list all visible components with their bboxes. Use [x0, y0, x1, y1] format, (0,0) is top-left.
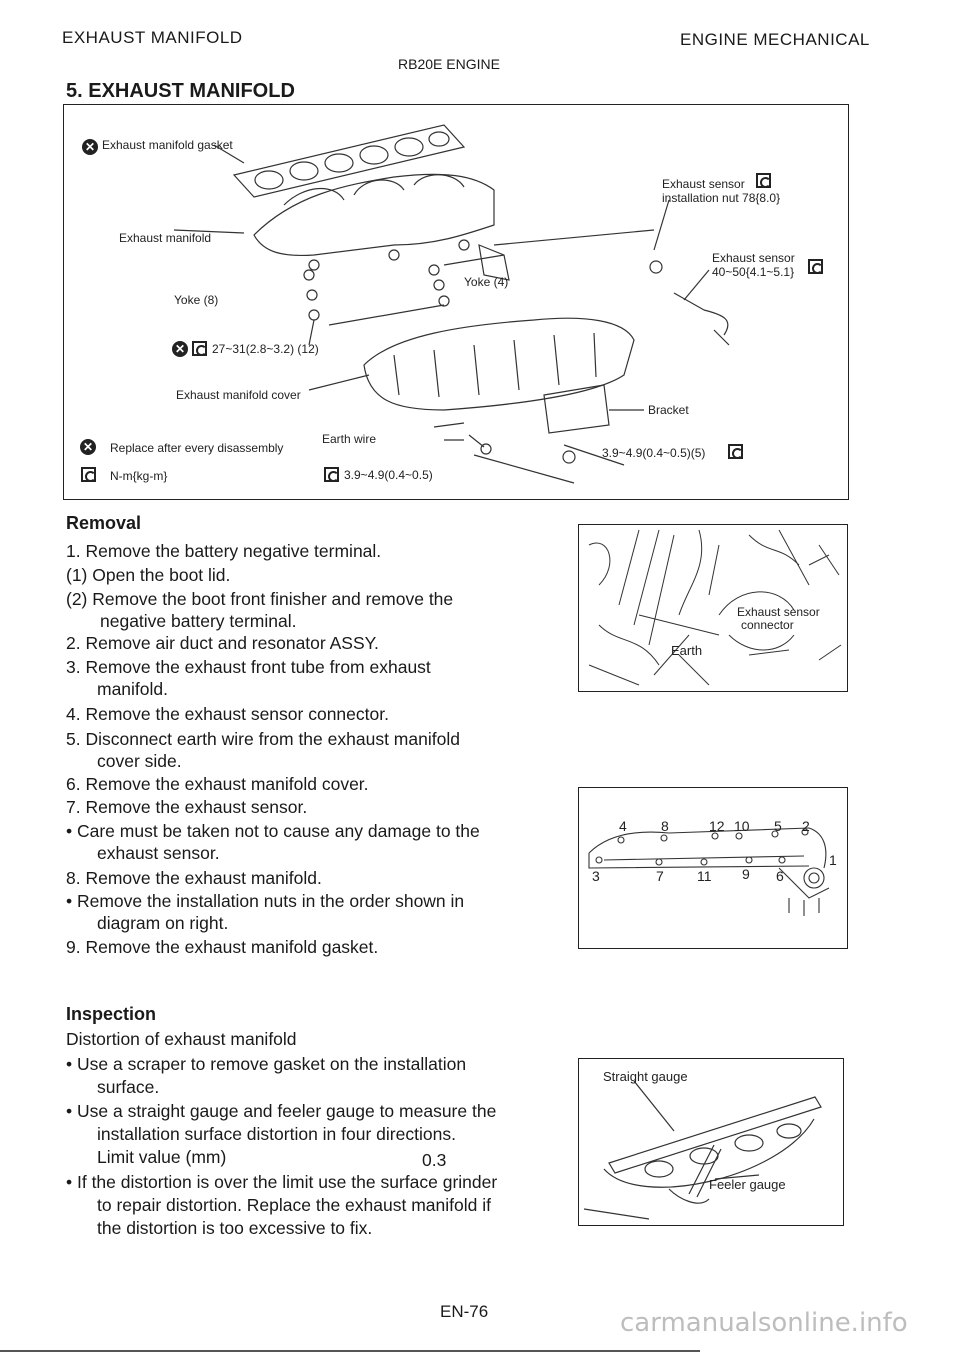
- removal-line: 1. Remove the battery negative terminal.: [66, 541, 382, 561]
- label-sensor-1: Exhaust sensor: [712, 251, 795, 265]
- label-torque-bracket: 3.9~4.9(0.4~0.5)(5): [602, 446, 706, 460]
- manifold-drawing: [173, 124, 730, 484]
- legend-unit: N-m{kg-m}: [110, 469, 168, 483]
- label-sensor-nut-2: installation nut 78{8.0}: [662, 191, 781, 205]
- order-right: 1: [829, 852, 837, 868]
- order-top-5: 5: [774, 818, 782, 834]
- order-top-3: 12: [709, 818, 725, 834]
- gauge-drawing: [583, 1080, 822, 1220]
- order-top-2: 8: [661, 818, 669, 834]
- inspection-line: installation surface distortion in four …: [97, 1124, 456, 1144]
- section-title: 5. EXHAUST MANIFOLD: [66, 80, 295, 102]
- torque-icon: [808, 259, 823, 274]
- label-sensor-nut-1: Exhaust sensor: [662, 177, 745, 191]
- inspection-line: Distortion of exhaust manifold: [66, 1029, 297, 1049]
- label-yoke8: Yoke (8): [174, 293, 219, 307]
- header-right: ENGINE MECHANICAL: [680, 30, 870, 49]
- removal-line: 6. Remove the exhaust manifold cover.: [66, 774, 369, 794]
- torque-icon: [81, 467, 96, 482]
- limit-value: 0.3: [422, 1150, 447, 1170]
- label-earth: Earth wire: [322, 432, 377, 446]
- removal-line: 4. Remove the exhaust sensor connector.: [66, 704, 389, 724]
- removal-line: (2) Remove the boot front finisher and r…: [66, 589, 454, 609]
- removal-line: 5. Disconnect earth wire from the exhaus…: [66, 729, 460, 749]
- replace-icon: ✕: [82, 139, 98, 155]
- sensor-connector-figure: Exhaust sensor connector Earth: [578, 524, 848, 692]
- torque-icon: [728, 444, 743, 459]
- torque-icon: [756, 173, 771, 188]
- torque-icon: [324, 467, 339, 482]
- label-gasket: Exhaust manifold gasket: [102, 138, 233, 152]
- removal-line: 8. Remove the exhaust manifold.: [66, 868, 322, 888]
- removal-line: 7. Remove the exhaust sensor.: [66, 797, 308, 817]
- removal-line: manifold.: [97, 679, 169, 699]
- connector-drawing: [588, 529, 842, 686]
- label-bracket: Bracket: [648, 403, 689, 417]
- label-torque-earth: 3.9~4.9(0.4~0.5): [344, 468, 433, 482]
- inspection-line: the distortion is too excessive to fix.: [97, 1218, 373, 1238]
- inspection-line: surface.: [97, 1077, 160, 1097]
- removal-line: exhaust sensor.: [97, 843, 220, 863]
- nut-order-drawing: [588, 827, 830, 916]
- removal-line: cover side.: [97, 751, 182, 771]
- page-number: EN-76: [440, 1302, 489, 1321]
- removal-heading: Removal: [66, 513, 142, 533]
- footer-rule: [0, 1350, 700, 1352]
- label-connector-earth: Earth: [671, 643, 703, 658]
- torque-icon: [192, 341, 207, 356]
- order-bottom-3: 11: [697, 868, 712, 884]
- inspection-line: to repair distortion. Replace the exhaus…: [97, 1195, 491, 1215]
- removal-line: 9. Remove the exhaust manifold gasket.: [66, 937, 379, 957]
- order-bottom-5: 6: [776, 868, 784, 884]
- label-manifold: Exhaust manifold: [119, 231, 212, 245]
- removal-line: • Care must be taken not to cause any da…: [66, 821, 480, 841]
- label-connector: connector: [741, 618, 794, 632]
- inspection-line: Limit value (mm): [97, 1147, 227, 1167]
- label-torque-main: 27~31(2.8~3.2) (12): [212, 342, 319, 356]
- header-center: RB20E ENGINE: [398, 56, 500, 72]
- label-cover: Exhaust manifold cover: [176, 388, 301, 402]
- removal-line: negative battery terminal.: [100, 611, 297, 631]
- legend-replace: Replace after every disassembly: [110, 441, 284, 455]
- removal-line: (1) Open the boot lid.: [66, 565, 231, 585]
- removal-line: 3. Remove the exhaust front tube from ex…: [66, 657, 431, 677]
- gauge-figure: Straight gauge Feeler gauge: [578, 1058, 844, 1226]
- replace-icon: ✕: [172, 341, 188, 357]
- label-feeler-gauge: Feeler gauge: [709, 1177, 786, 1192]
- order-bottom-2: 7: [656, 868, 664, 884]
- nut-order-figure: 4 8 12 10 5 2 3 7 11 9 6 1: [578, 787, 848, 949]
- order-top-6: 2: [802, 818, 810, 834]
- label-connector-sensor: Exhaust sensor: [737, 605, 820, 619]
- order-top-1: 4: [619, 818, 627, 834]
- order-bottom-1: 3: [592, 868, 600, 884]
- order-bottom-4: 9: [742, 866, 750, 882]
- inspection-heading: Inspection: [66, 1004, 157, 1024]
- inspection-line: • Use a straight gauge and feeler gauge …: [66, 1101, 497, 1121]
- label-straight-gauge: Straight gauge: [603, 1069, 688, 1084]
- label-sensor-2: 40~50{4.1~5.1}: [712, 265, 795, 279]
- exhaust-manifold-exploded-figure: ✕ Exhaust manifold gasket Exhaust manifo…: [63, 104, 849, 500]
- removal-line: diagram on right.: [97, 913, 229, 933]
- header-left: EXHAUST MANIFOLD: [62, 28, 243, 47]
- removal-line: • Remove the installation nuts in the or…: [66, 891, 465, 911]
- inspection-line: • Use a scraper to remove gasket on the …: [66, 1054, 467, 1074]
- inspection-line: • If the distortion is over the limit us…: [66, 1172, 498, 1192]
- removal-line: 2. Remove air duct and resonator ASSY.: [66, 633, 379, 653]
- order-top-4: 10: [734, 818, 750, 834]
- label-yoke4: Yoke (4): [464, 275, 509, 289]
- watermark: carmanualsonline.info: [620, 1308, 908, 1338]
- replace-icon: ✕: [80, 439, 96, 455]
